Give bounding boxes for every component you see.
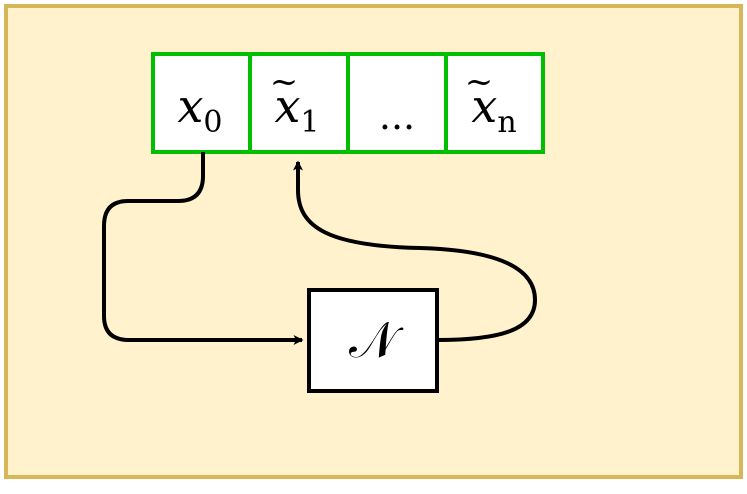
sequence-tilde-x1: ~ xyxy=(270,62,299,102)
arrow-x0-to-node xyxy=(102,152,304,345)
sequence-cell-x1 xyxy=(248,52,350,154)
sequence-cell-xn xyxy=(444,52,545,154)
sequence-ellipsis: ... xyxy=(379,94,415,138)
sequence-label-xn: xn xyxy=(471,79,516,140)
sequence-label-x0: x0 xyxy=(177,79,222,140)
arrow-node-to-x1 xyxy=(293,160,538,342)
sequence-array: x0 ~ x1 ... ~ xn xyxy=(151,52,545,154)
sequence-label-x1: x1 xyxy=(274,79,319,140)
sequence-tilde-xn: ~ xyxy=(465,62,494,102)
node-box xyxy=(307,288,439,393)
node-label: 𝒩 xyxy=(349,311,404,369)
